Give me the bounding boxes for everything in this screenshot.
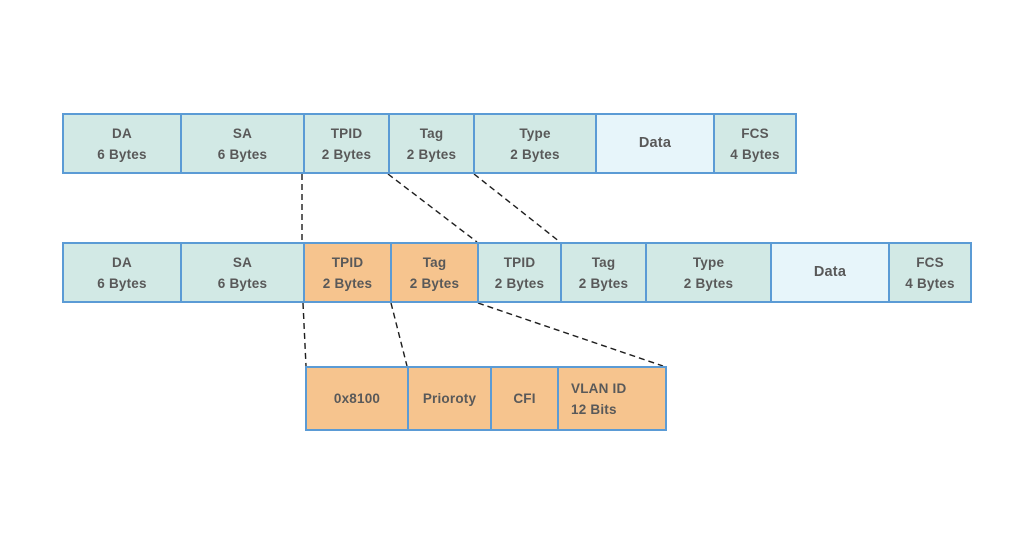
field-tpid: TPID 2 Bytes [305, 115, 390, 172]
field-label: Tag [419, 125, 444, 141]
field-type: Type 2 Bytes [647, 244, 772, 301]
field-label: SA [232, 125, 253, 141]
field-sa: SA 6 Bytes [182, 244, 305, 301]
field-label: DA [112, 125, 132, 141]
field-size: 4 Bytes [905, 275, 955, 291]
field-label: CFI [513, 391, 536, 406]
field-vlan-id: VLAN ID 12 Bits [559, 368, 665, 429]
connector-mid-tag-left [390, 302, 408, 367]
field-size: 2 Bytes [322, 275, 373, 291]
field-cfi: CFI [492, 368, 559, 429]
field-size: 12 Bits [571, 401, 617, 417]
field-label: TPID [331, 254, 364, 270]
field-label: Data [813, 264, 847, 280]
field-size: 6 Bytes [217, 146, 268, 162]
field-label: TPID [503, 254, 536, 270]
field-tpid-value: 0x8100 [307, 368, 409, 429]
field-label: FCS [741, 125, 769, 141]
field-size: 2 Bytes [409, 275, 460, 291]
field-da: DA 6 Bytes [64, 115, 182, 172]
field-fcs: FCS 4 Bytes [715, 115, 795, 172]
field-size: 2 Bytes [321, 146, 372, 162]
field-label: Data [638, 135, 672, 151]
field-type: Type 2 Bytes [475, 115, 597, 172]
field-label: TPID [330, 125, 363, 141]
field-label: Type [519, 125, 551, 141]
field-label: Type [692, 254, 725, 270]
frame-row-double-tagged: DA 6 Bytes SA 6 Bytes TPID 2 Bytes Tag 2… [62, 242, 972, 303]
field-label: Tag [422, 254, 447, 270]
connector-mid-tpid-left [302, 302, 307, 367]
field-tag-inner: Tag 2 Bytes [562, 244, 647, 301]
field-tag: Tag 2 Bytes [390, 115, 475, 172]
field-size: 2 Bytes [494, 275, 545, 291]
connector-top-type-left [473, 173, 561, 243]
field-label: FCS [916, 254, 944, 270]
connector-top-tag-left [387, 173, 478, 243]
field-sa: SA 6 Bytes [182, 115, 305, 172]
field-size: 2 Bytes [578, 275, 629, 291]
field-data: Data [597, 115, 715, 172]
field-size: 2 Bytes [683, 275, 734, 291]
field-size: 6 Bytes [97, 275, 147, 291]
field-priority: Prioroty [409, 368, 492, 429]
field-label: SA [232, 254, 253, 270]
field-tpid-outer: TPID 2 Bytes [305, 244, 392, 301]
field-fcs: FCS 4 Bytes [890, 244, 970, 301]
field-label: DA [112, 254, 132, 270]
field-label: 0x8100 [333, 391, 381, 406]
field-da: DA 6 Bytes [64, 244, 182, 301]
field-size: 2 Bytes [406, 146, 457, 162]
frame-row-tag-detail: 0x8100 Prioroty CFI VLAN ID 12 Bits [305, 366, 667, 431]
field-tag-outer: Tag 2 Bytes [392, 244, 479, 301]
field-label: Tag [591, 254, 616, 270]
field-size: 4 Bytes [730, 146, 780, 162]
field-tpid-inner: TPID 2 Bytes [479, 244, 562, 301]
field-label: Prioroty [422, 391, 477, 406]
field-size: 6 Bytes [97, 146, 147, 162]
field-size: 6 Bytes [217, 275, 268, 291]
connector-mid-tag-right [477, 302, 664, 367]
field-label: VLAN ID [571, 380, 627, 396]
frame-row-single-tagged: DA 6 Bytes SA 6 Bytes TPID 2 Bytes Tag 2… [62, 113, 797, 174]
field-data: Data [772, 244, 890, 301]
field-size: 2 Bytes [510, 146, 560, 162]
